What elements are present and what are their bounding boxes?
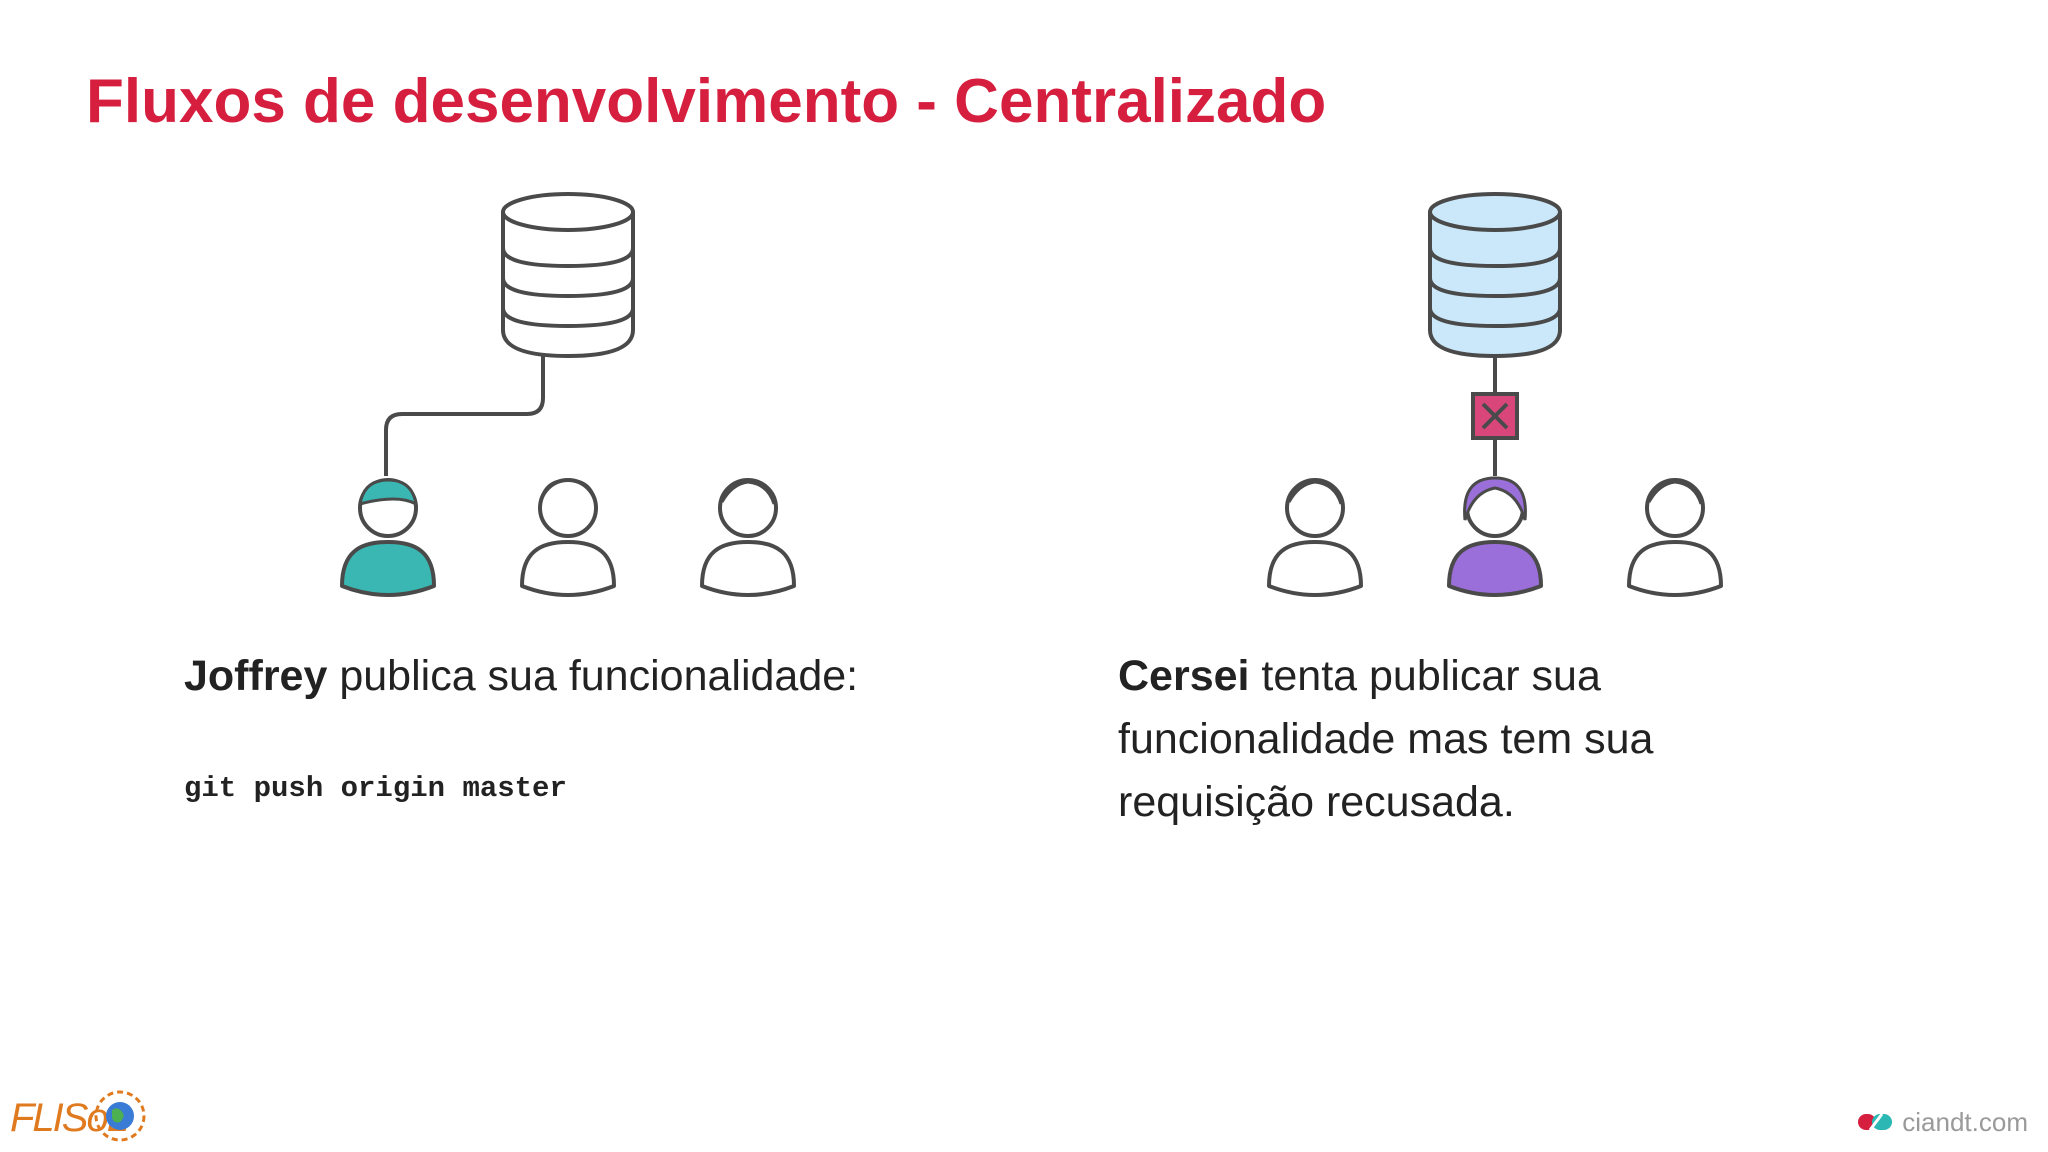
- database-icon: [1428, 192, 1562, 359]
- right-caption-text: tenta publicar sua funcionalidade mas te…: [1118, 652, 1654, 826]
- ciandt-mark-icon: [1858, 1113, 1893, 1131]
- user-icon: [520, 478, 616, 597]
- ciandt-logo: ciandt.com: [1856, 1102, 2028, 1142]
- ciandt-logo-text: ciandt.com: [1902, 1106, 2028, 1137]
- flisol-logo: FLISoL: [8, 1088, 148, 1148]
- user-icon-cersei: [1447, 476, 1543, 597]
- user-icon: [700, 478, 796, 597]
- actor-name-joffrey: Joffrey: [184, 652, 328, 700]
- left-caption: Joffrey publica sua funcionalidade:: [184, 645, 1044, 708]
- actor-name-cersei: Cersei: [1118, 652, 1250, 700]
- database-icon: [501, 192, 635, 359]
- reject-x-icon: [1471, 392, 1519, 440]
- git-command: git push origin master: [184, 772, 567, 805]
- user-icon-joffrey: [340, 478, 436, 597]
- user-icon: [1267, 478, 1363, 597]
- user-icon: [1627, 478, 1723, 597]
- right-caption: Cersei tenta publicar sua funcionalidade…: [1118, 645, 1778, 834]
- globe-icon: [94, 1090, 146, 1142]
- push-connector-line: [384, 356, 545, 476]
- slide-title: Fluxos de desenvolvimento - Centralizado: [86, 67, 1327, 136]
- left-caption-text: publica sua funcionalidade:: [327, 652, 859, 700]
